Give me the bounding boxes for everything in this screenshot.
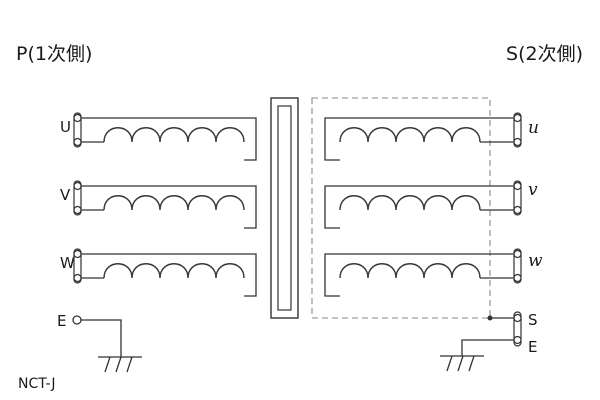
primary-terminal-v-end <box>73 205 82 215</box>
secondary-terminal-v-start <box>513 181 522 191</box>
secondary-ground-symbol-icon <box>440 355 484 372</box>
primary-terminal-u-label: U <box>60 118 71 136</box>
primary-earth-terminal <box>72 315 142 373</box>
primary-coil-w <box>103 263 245 279</box>
primary-ground-hatch-2 <box>115 356 122 373</box>
secondary-earth-label: E <box>528 338 537 356</box>
core-outer-rect <box>270 97 299 319</box>
secondary-terminal-block-v <box>513 180 522 216</box>
primary-coil-v <box>103 195 245 211</box>
secondary-terminal-v-end <box>513 205 522 215</box>
secondary-wire-w-return <box>324 253 514 297</box>
primary-terminal-block-w <box>73 248 82 284</box>
primary-terminal-u-end <box>73 137 82 147</box>
primary-wire-u-return <box>81 117 257 161</box>
secondary-phase-v <box>324 180 522 229</box>
primary-terminal-v-start <box>73 181 82 191</box>
secondary-wire-u-return <box>324 117 514 161</box>
shield-earth-terminal-block <box>513 311 522 347</box>
primary-wire-v-return <box>81 185 257 229</box>
secondary-ground-terminals <box>440 311 522 372</box>
primary-wire-w-return <box>81 253 257 297</box>
primary-ground-hatch-1 <box>104 356 111 373</box>
primary-phase-w <box>73 248 257 297</box>
secondary-terminal-block-u <box>513 112 522 148</box>
primary-phase-v <box>73 180 257 229</box>
secondary-terminal-w-end <box>513 273 522 283</box>
transformer-core <box>270 97 299 319</box>
primary-terminal-block-v <box>73 180 82 216</box>
primary-windings <box>73 112 257 297</box>
primary-side-title: P(1次側) <box>16 43 92 65</box>
secondary-earth-terminal-circle <box>513 335 522 345</box>
primary-terminal-w-start <box>73 249 82 259</box>
model-code: NCT-J <box>18 376 55 392</box>
secondary-ground-hatch-1 <box>446 355 453 372</box>
primary-terminal-u-start <box>73 113 82 123</box>
primary-ground-symbol-icon <box>98 356 142 373</box>
secondary-earth-wire <box>461 339 514 356</box>
secondary-coil-w <box>339 263 481 279</box>
secondary-phase-w <box>324 248 522 297</box>
primary-phase-u <box>73 112 257 161</box>
secondary-coil-v <box>339 195 481 211</box>
secondary-side-title: S(2次側) <box>506 43 583 65</box>
primary-earth-label: E <box>57 312 66 330</box>
secondary-terminal-u-start <box>513 113 522 123</box>
secondary-phase-u <box>324 112 522 161</box>
primary-terminal-w-end <box>73 273 82 283</box>
secondary-shield-label: S <box>528 311 538 329</box>
secondary-ground-hatch-3 <box>468 355 475 372</box>
primary-earth-terminal-circle <box>72 315 82 325</box>
secondary-terminal-v-label: v <box>528 180 538 200</box>
secondary-terminal-block-w <box>513 248 522 284</box>
secondary-coil-u <box>339 127 481 143</box>
primary-terminal-w-label: W <box>60 254 75 272</box>
primary-coil-u <box>103 127 245 143</box>
primary-terminal-v-label: V <box>60 186 71 204</box>
core-inner-rect <box>277 105 292 311</box>
shield-terminal-circle <box>513 313 522 323</box>
primary-ground-hatch-3 <box>126 356 133 373</box>
secondary-terminal-w-start <box>513 249 522 259</box>
secondary-wire-v-return <box>324 185 514 229</box>
secondary-ground-hatch-2 <box>457 355 464 372</box>
secondary-terminal-w-label: w <box>528 251 543 271</box>
secondary-terminal-u-label: u <box>528 118 539 138</box>
primary-terminal-block-u <box>73 112 82 148</box>
secondary-terminal-u-end <box>513 137 522 147</box>
primary-earth-wire <box>81 319 122 357</box>
secondary-windings <box>324 112 522 297</box>
